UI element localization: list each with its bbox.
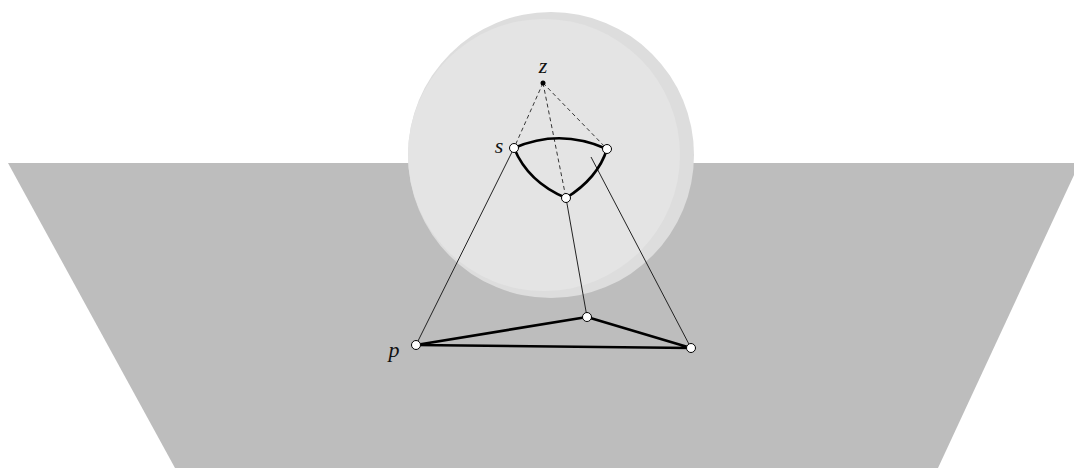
projection-rays (514, 83, 607, 198)
rays (416, 148, 691, 348)
sphere-highlight (408, 19, 680, 291)
point-label: p (389, 339, 400, 361)
point-label: z (539, 55, 548, 77)
sphere (408, 12, 694, 298)
point-label: s (495, 135, 504, 157)
spherical-triangle (514, 138, 607, 198)
center-point (541, 81, 546, 86)
planar-triangle (416, 317, 691, 348)
vertex-dots (412, 144, 696, 353)
